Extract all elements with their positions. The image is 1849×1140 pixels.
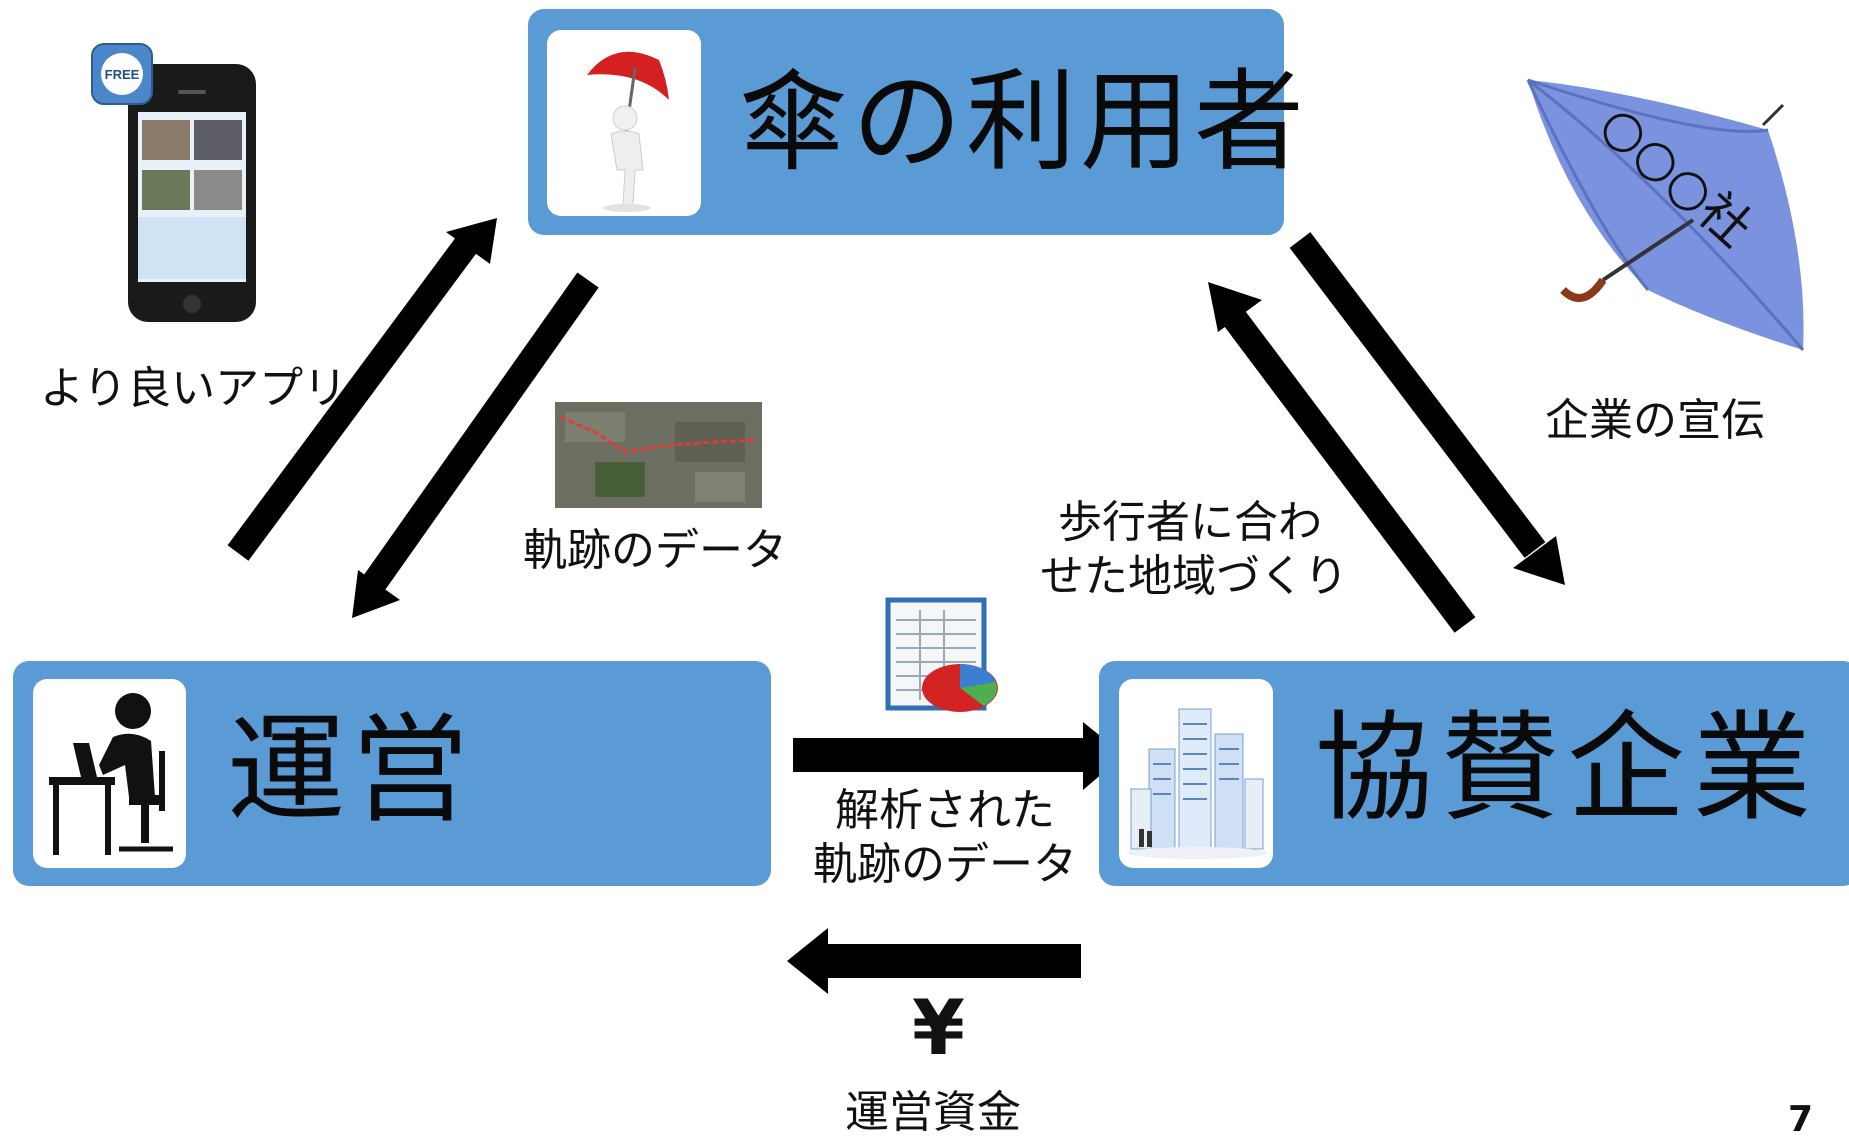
node-sponsor: 協賛企業 — [1099, 661, 1849, 886]
arrow-user-to-operator — [352, 272, 599, 618]
node-operator: 運営 — [13, 661, 771, 886]
arrow-sponsor-to-user — [1208, 282, 1476, 633]
company-umbrella-image: ○○○社 — [1508, 70, 1838, 370]
arrow-sponsor-to-operator — [787, 928, 1081, 994]
spreadsheet-chart-icon — [884, 596, 1000, 718]
caption-town-planning-line1: 歩行者に合わ — [1058, 497, 1322, 548]
arrow-operator-to-user — [227, 218, 497, 561]
buildings-icon — [1127, 708, 1267, 859]
caption-advertising: 企業の宣伝 — [1545, 395, 1765, 446]
trajectory-map-image — [555, 402, 762, 508]
caption-analyzed-trajectory: 解析された 軌跡のデータ — [800, 784, 1090, 891]
person-at-desk-icon — [49, 693, 173, 855]
app-badge-text: FREE — [105, 67, 140, 82]
caption-analyzed-line1: 解析された — [835, 785, 1055, 836]
caption-town-planning: 歩行者に合わ せた地域づくり — [1040, 496, 1348, 603]
node-label-umbrella-user: 傘の利用者 — [738, 58, 1308, 186]
operator-image — [33, 679, 186, 868]
caption-trajectory-data: 軌跡のデータ — [523, 525, 787, 576]
node-label-operator: 運営 — [227, 701, 476, 839]
page-number: 7 — [1788, 1099, 1814, 1140]
caption-better-app: より良いアプリ — [40, 363, 348, 414]
buildings-image — [1119, 679, 1273, 868]
umbrella-person-icon — [587, 51, 669, 212]
caption-town-planning-line2: せた地域づくり — [1040, 550, 1348, 602]
umbrella-person-image — [547, 30, 701, 216]
yen-symbol: ¥ — [912, 983, 965, 1072]
arrow-user-to-sponsor — [1289, 232, 1565, 585]
caption-analyzed-line2: 軌跡のデータ — [813, 838, 1077, 890]
arrow-operator-to-sponsor — [793, 722, 1124, 790]
node-label-sponsor: 協賛企業 — [1315, 699, 1820, 837]
caption-operating-funds: 運営資金 — [845, 1087, 1021, 1138]
smartphone-app-image: FREE — [90, 42, 270, 332]
node-umbrella-user: 傘の利用者 — [528, 9, 1304, 235]
